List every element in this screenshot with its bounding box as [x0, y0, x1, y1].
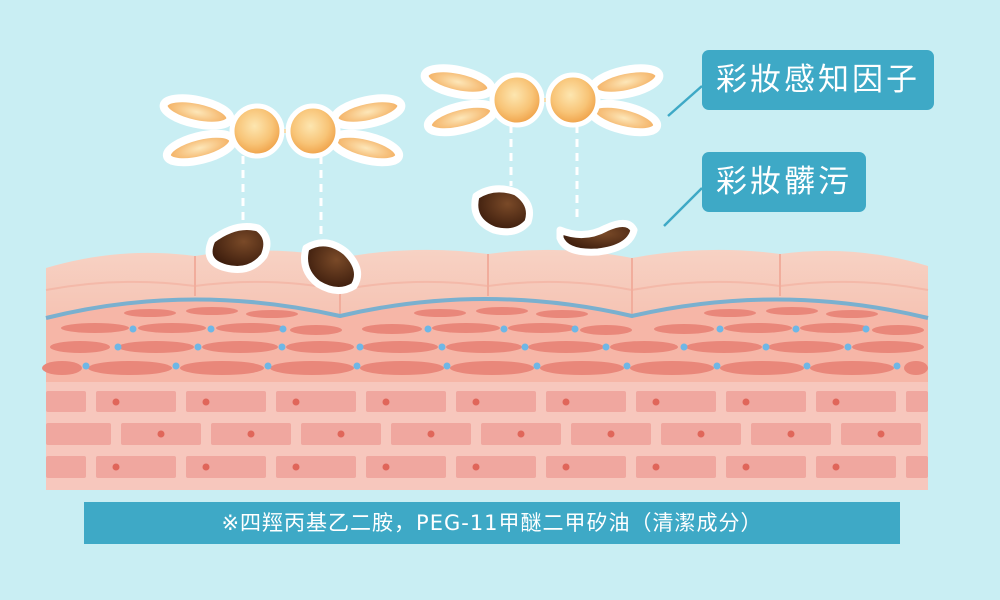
makeup-factor-label: 彩妝感知因子: [702, 50, 934, 110]
label-pointers: [663, 85, 703, 227]
skin-boundary-line: [45, 297, 929, 320]
dirt-particle: [471, 185, 533, 236]
skin-layers: [42, 249, 929, 490]
brick-rows: [46, 391, 928, 478]
ingredient-caption: ※四羥丙基乙二胺，PEG-11甲醚二甲矽油（清潔成分）: [84, 502, 900, 544]
dirt-particle: [301, 239, 362, 294]
brick-dots: [112, 398, 885, 471]
makeup-factor-molecule: [159, 94, 406, 167]
dirt-particle: [556, 220, 638, 256]
epidermis-layer: [46, 299, 928, 382]
makeup-dirt-particles: [205, 185, 638, 294]
epidermis-cells: [42, 307, 928, 375]
bond-lines: [241, 125, 579, 238]
epidermis-dots: [82, 325, 901, 370]
makeup-factor-molecule: [420, 64, 664, 137]
dirt-particle: [205, 223, 271, 273]
makeup-dirt-label: 彩妝髒污: [702, 152, 866, 212]
